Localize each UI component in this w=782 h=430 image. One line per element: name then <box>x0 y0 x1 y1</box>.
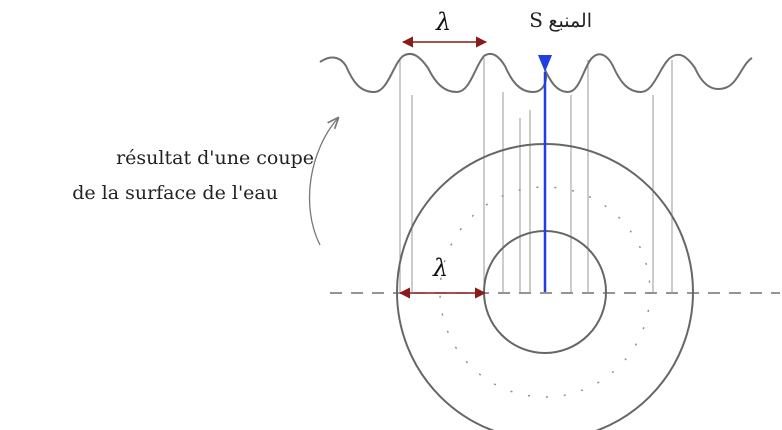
wavelength-label-bottom: λ <box>432 254 448 282</box>
caption-line-1: résultat d'une coupe <box>116 147 314 169</box>
wave-profile <box>319 52 753 94</box>
pointer-arrow-icon <box>308 118 338 246</box>
wavefront-trough-dashed <box>439 186 651 398</box>
caption-line-2: de la surface de l'eau <box>72 182 278 204</box>
source-label-letter: S <box>529 8 543 32</box>
projection-guides <box>399 58 673 292</box>
wavelength-label-top: λ <box>435 8 451 36</box>
source-arrow-icon <box>538 55 552 72</box>
source-label-arabic: المنبع <box>548 10 592 32</box>
